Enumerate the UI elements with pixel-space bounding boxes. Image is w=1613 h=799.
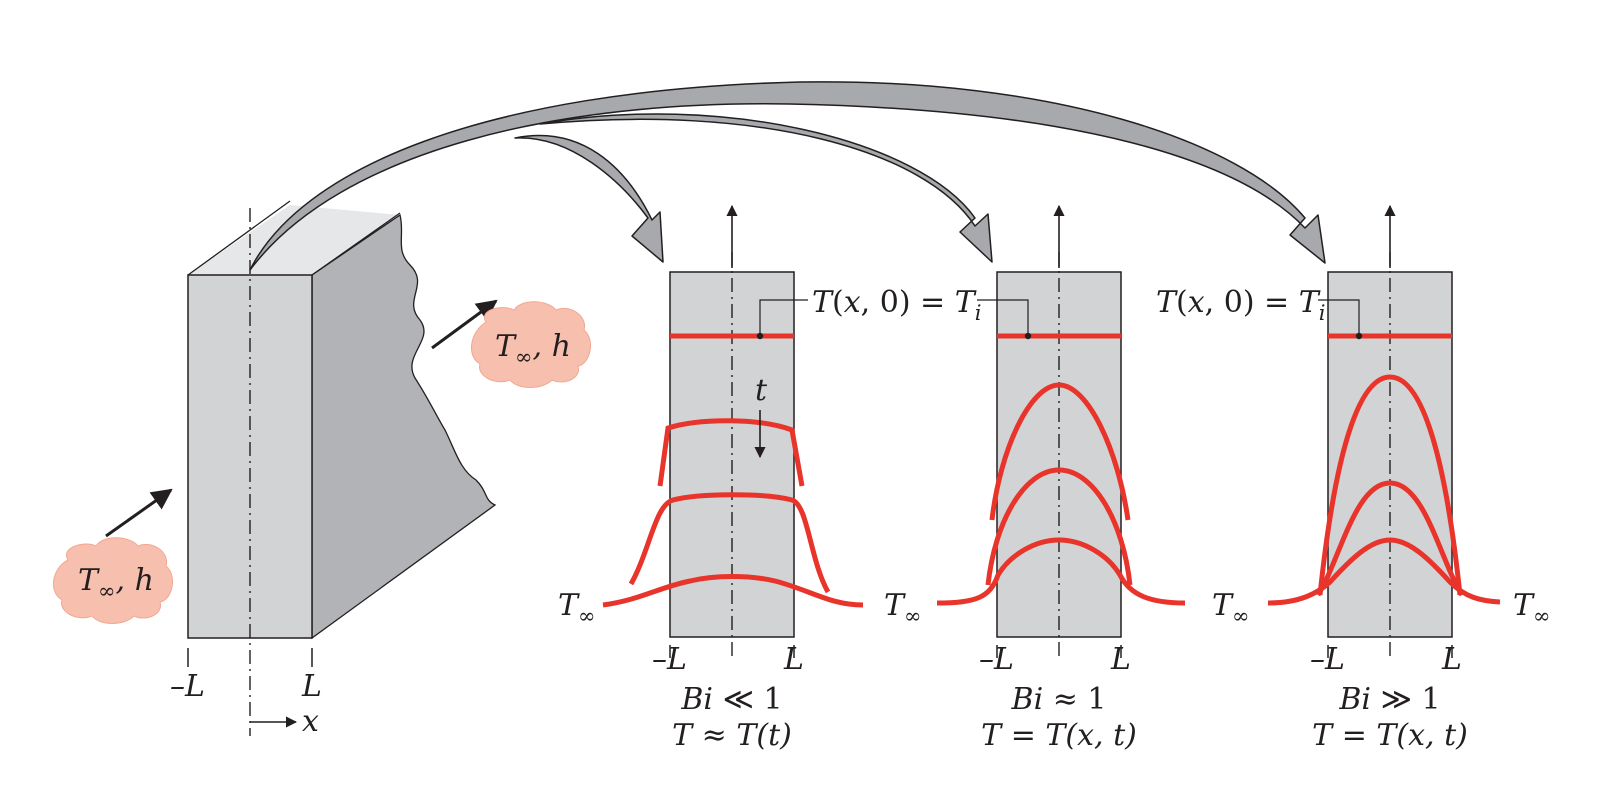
profile-curve [985,467,1133,586]
profile-curve [1317,374,1463,596]
initial-temp-label: T(x, 0) = Ti [1156,285,1325,325]
curved-arrow-large-bi [249,81,1326,271]
fluid-arrow-left [105,488,173,538]
curved-arrow-bi-one [539,113,993,263]
panel-bi-large: T∞ T∞ –L L Bi ≫ 1 T = T(x, t) [1212,204,1551,753]
slab-top-face [188,205,400,275]
curved-arrow-small-bi [514,134,664,263]
profile-panels: t T∞ –L L Bi ≪ 1 T ≈ T(t) T∞ –L L Bi ≈ 1 [558,204,1551,753]
left-face-label: –L [979,642,1014,677]
profile-curve [1315,480,1465,597]
profile-curve [602,574,864,608]
profile-curve [936,537,1186,606]
profile-curve [657,418,805,487]
x-axis-label: x [302,704,319,739]
left-face-label: –L [652,642,687,677]
biot-label: Bi ≪ 1 [680,682,782,717]
profile-curve [1267,537,1501,606]
biot-label: Bi ≈ 1 [1011,682,1107,717]
profile-curve [628,492,831,594]
biot-label: Bi ≫ 1 [1338,682,1440,717]
fluid-label-right: T∞, h [495,329,571,369]
slab-left-label: –L [170,669,205,704]
initial-callout-1: T(x, 0) = Ti [756,285,1032,340]
fluid-temp-label-right: T∞ [1513,588,1551,628]
fluid-cloud-right: T∞, h [471,301,592,388]
fluid-temp-label: T∞ [558,588,596,628]
slab-right-label: L [301,669,322,704]
temperature-relation: T ≈ T(t) [672,718,792,753]
time-label: t [755,373,768,408]
right-face-label: L [783,642,804,677]
fluid-arrow-right [431,299,498,350]
fluid-temp-label: T∞ [1212,588,1250,628]
left-face-label: –L [1310,642,1345,677]
fluid-cloud-left: T∞, h [53,537,174,624]
fluid-label-left: T∞, h [78,563,154,603]
slab-torn-side [311,213,497,640]
profile-curve [989,382,1131,521]
temperature-relation: T = T(x, t) [1312,718,1468,753]
curved-arrows [249,81,1326,271]
initial-temp-label: T(x, 0) = Ti [812,285,981,325]
initial-callout-2: T(x, 0) = Ti [1156,285,1363,340]
right-face-label: L [1441,642,1462,677]
slab-3d: –L L x T∞, h T∞, h [53,200,592,739]
temperature-relation: T = T(x, t) [981,718,1137,753]
fluid-temp-label: T∞ [884,588,922,628]
panel-bi-one: T∞ –L L Bi ≈ 1 T = T(x, t) [884,204,1186,753]
right-face-label: L [1110,642,1131,677]
panel-bi-small: t T∞ –L L Bi ≪ 1 T ≈ T(t) [558,204,864,753]
